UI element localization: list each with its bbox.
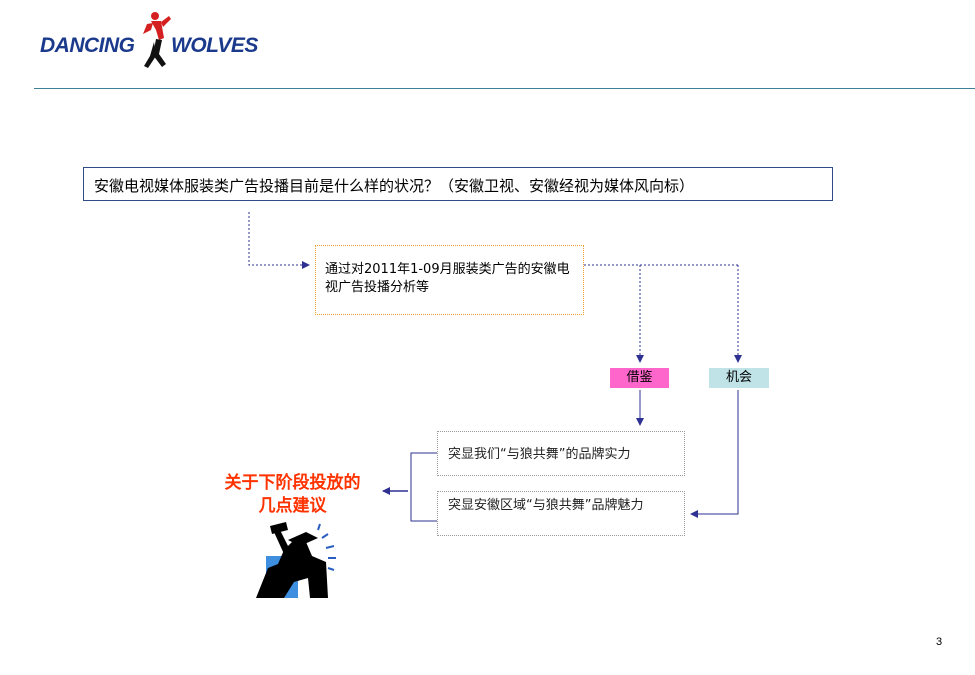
analysis-to-tags-connector <box>584 264 742 363</box>
tag-borrow: 借鉴 <box>610 368 669 388</box>
header-divider <box>34 88 975 89</box>
point-brand-strength: 突显我们“与狼共舞”的品牌实力 <box>437 431 685 476</box>
suggestion-heading: 关于下阶段投放的 几点建议 <box>205 472 380 518</box>
opportunity-to-point-connector <box>690 390 739 518</box>
dancing-wolf-figure-icon <box>143 12 171 68</box>
analysis-box: 通过对2011年1-09月服装类广告的安徽电视广告投播分析等 <box>315 245 584 315</box>
question-to-analysis-connector <box>248 212 310 269</box>
brand-logo: DANCING WOLVES <box>40 10 280 76</box>
page-number: 3 <box>936 636 943 648</box>
tag-opportunity: 机会 <box>709 368 769 388</box>
point-regional-charm: 突显安徽区域“与狼共舞”品牌魅力 <box>437 491 685 536</box>
points-bracket <box>382 452 437 522</box>
suggestion-line-2: 几点建议 <box>258 496 327 516</box>
logo-word-dancing: DANCING <box>40 34 135 57</box>
suggestion-line-1: 关于下阶段投放的 <box>224 473 361 493</box>
question-box: 安徽电视媒体服装类广告投播目前是什么样的状况？（安徽卫视、安徽经视为媒体风向标） <box>83 167 833 201</box>
logo-word-wolves: WOLVES <box>171 34 258 57</box>
graduate-clipart-icon <box>256 522 336 598</box>
